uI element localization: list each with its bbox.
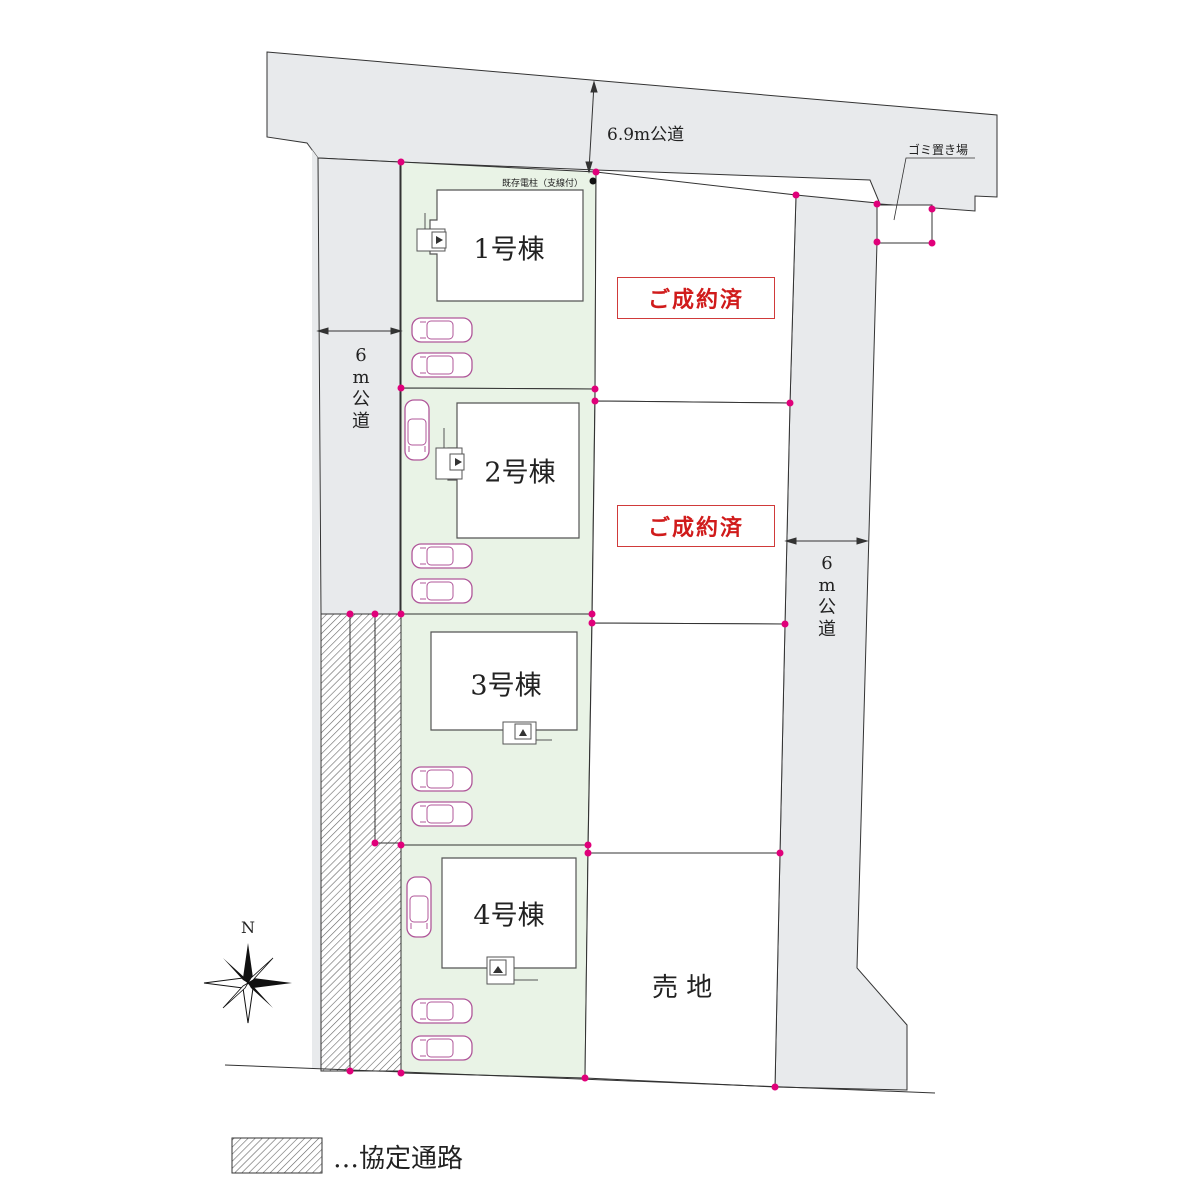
car [411, 352, 473, 378]
house-2-label: 2号棟 [484, 457, 556, 489]
east-road-dimension [784, 537, 869, 545]
car [404, 399, 430, 461]
car [411, 998, 473, 1024]
existing-pole-label: 既存電柱（支線付） [502, 179, 584, 189]
compass-icon [203, 943, 292, 1024]
north-road-label: 6.9m公道 [607, 125, 685, 145]
garbage-area [876, 204, 933, 244]
sold-badge-2: ご成約済 [617, 505, 775, 547]
house-1-label: 1号棟 [473, 234, 545, 266]
lot-east-3 [587, 622, 786, 854]
east-road-label: 6m公道 [818, 553, 836, 640]
car [411, 578, 473, 604]
east-road [774, 194, 908, 1091]
car [411, 1035, 473, 1061]
building-3 [430, 631, 578, 745]
car [411, 766, 473, 792]
south-boundary [224, 1064, 936, 1094]
west-road-label: 6m公道 [352, 345, 370, 432]
legend-swatch [231, 1137, 323, 1174]
compass-north-label: N [241, 918, 255, 937]
legend-label: …協定通路 [333, 1144, 464, 1174]
building-1 [416, 189, 584, 302]
car [406, 876, 432, 938]
west-road [307, 143, 321, 1068]
house-4-label: 4号棟 [473, 900, 545, 932]
car [411, 317, 473, 343]
west-road-dimension [316, 327, 403, 335]
sold-badge-1: ご成約済 [617, 277, 775, 319]
building-2 [435, 402, 580, 539]
boundary-points [346, 158, 936, 1091]
car [411, 543, 473, 569]
house-3-label: 3号棟 [470, 670, 542, 702]
pole-icon [589, 177, 597, 185]
for-sale-label: 売 地 [652, 973, 713, 1003]
car [411, 801, 473, 827]
north-road-dimension [585, 80, 598, 174]
building-4 [441, 857, 577, 985]
garbage-label: ゴミ置き場 [908, 143, 969, 157]
